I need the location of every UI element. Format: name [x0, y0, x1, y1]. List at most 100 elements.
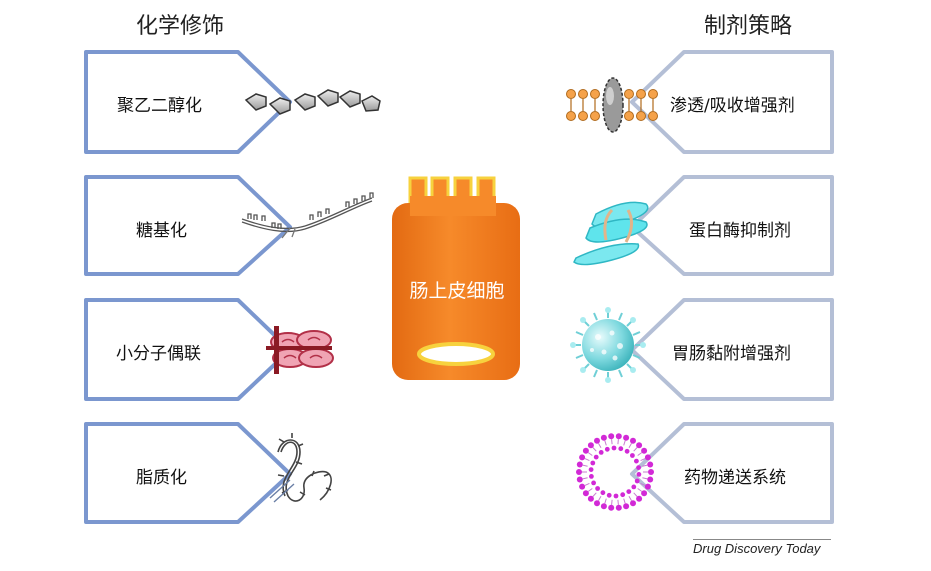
nanoparticle-tail	[604, 498, 607, 504]
right-box-protease	[630, 175, 834, 276]
protease-inhibitor-icon	[573, 201, 649, 266]
nanoparticle-outer-head	[600, 434, 607, 441]
nanoparticle-outer-head	[615, 433, 622, 440]
label-permeation-enhancer: 渗透/吸收增强剂	[670, 96, 795, 116]
nanoparticle-tail	[640, 458, 646, 462]
nanoparticle-outer-head	[623, 503, 630, 510]
nanoparticle-outer-head	[594, 500, 600, 507]
nanoparticle-tail	[598, 495, 602, 501]
nanoparticle-outer-head	[636, 442, 643, 449]
footer-credit: Drug Discovery Today	[693, 541, 821, 556]
nanoparticle-inner-head	[624, 448, 630, 454]
nanoparticle-outer-head	[576, 461, 583, 468]
left-column-title: 化学修饰	[136, 14, 225, 39]
nanoparticle-tail	[584, 482, 590, 486]
nanoparticle-tail	[617, 499, 619, 505]
label-mucoadhesive-enhancer: 胃肠黏附增强剂	[672, 344, 791, 364]
nanoparticle-inner-head	[598, 450, 604, 455]
label-lipidation: 脂质化	[136, 468, 187, 488]
nanoparticle-inner-head	[630, 453, 635, 458]
nanoparticle-outer-head	[644, 454, 651, 461]
nanoparticle-tail	[623, 498, 626, 504]
nanoparticle-tail	[640, 482, 646, 486]
nanoparticle-tail	[582, 464, 588, 467]
nanoparticle-inner-head	[636, 465, 641, 470]
nanoparticle-tail	[604, 440, 607, 446]
mucoadhesive-particle-icon	[570, 307, 646, 383]
left-box-conjugation	[84, 298, 292, 401]
nanoparticle-outer-head	[582, 490, 589, 497]
label-pegylation: 聚乙二醇化	[117, 96, 202, 116]
nanoparticle-inner-head	[618, 446, 624, 452]
nanoparticle-outer-head	[647, 476, 654, 483]
nanoparticle-outer-head	[576, 469, 582, 475]
nanoparticle-tail	[623, 440, 626, 446]
nanoparticle-outer-head	[579, 454, 586, 461]
nanoparticle-inner-head	[631, 484, 637, 490]
nanoparticle-tail	[584, 458, 590, 462]
nanoparticle-outer-head	[630, 500, 636, 507]
glycan-chain-icon	[241, 192, 374, 239]
left-box-pegylation	[84, 50, 292, 154]
nanoparticle-tail	[582, 477, 588, 480]
center-cell-label: 肠上皮细胞	[409, 280, 505, 302]
nanoparticle-tail	[642, 477, 648, 480]
lipid-strand-icon	[269, 433, 332, 503]
nanoparticle-tail	[592, 492, 597, 497]
nanoparticle-inner-head	[634, 458, 639, 464]
nanoparticle-inner-head	[626, 489, 632, 494]
nanoparticle-inner-head	[611, 445, 617, 451]
nanoparticle-tail	[628, 495, 632, 501]
nanoparticle-tail	[633, 492, 638, 497]
nanoparticle-tail	[588, 452, 593, 456]
left-box-glycosylation	[84, 175, 292, 276]
right-box-permeation	[630, 50, 834, 154]
nanoparticle-inner-head	[589, 474, 594, 479]
nanoparticle-outer-head	[623, 434, 630, 441]
nanoparticle-icon	[576, 433, 654, 511]
nanoparticle-outer-head	[587, 442, 594, 449]
left-box-lipidation	[84, 422, 292, 524]
right-column-title: 制剂策略	[704, 14, 793, 39]
epithelial-cell-icon	[392, 176, 520, 380]
nanoparticle-inner-head	[604, 446, 610, 452]
nanoparticle-outer-head	[615, 504, 622, 511]
lipid-bilayer-icon	[566, 77, 658, 133]
nanoparticle-inner-head	[636, 472, 642, 477]
nanoparticle-tail	[633, 447, 638, 452]
nanoparticle-outer-head	[608, 504, 615, 511]
nanoparticle-outer-head	[582, 447, 589, 454]
nanoparticle-outer-head	[644, 483, 651, 490]
right-box-mucoadhesive	[630, 298, 834, 401]
nanoparticle-inner-head	[613, 493, 619, 499]
nanoparticle-inner-head	[634, 478, 640, 484]
peg-chain-icon	[244, 89, 381, 115]
nanoparticle-outer-head	[641, 490, 648, 497]
right-box-delivery	[630, 422, 834, 524]
nanoparticle-tail	[592, 447, 597, 452]
nanoparticle-inner-head	[588, 467, 594, 472]
nanoparticle-outer-head	[579, 483, 586, 490]
nanoparticle-outer-head	[608, 433, 615, 440]
footer-rule	[693, 539, 831, 540]
nanoparticle-tail	[588, 488, 593, 492]
nanoparticle-inner-head	[591, 480, 596, 486]
nanoparticle-inner-head	[595, 486, 600, 491]
nanoparticle-outer-head	[641, 447, 648, 454]
nanoparticle-outer-head	[576, 476, 583, 483]
label-glycosylation: 糖基化	[136, 221, 187, 241]
nanoparticle-outer-head	[587, 495, 594, 502]
nanoparticle-inner-head	[600, 490, 606, 496]
nanoparticle-tail	[642, 464, 648, 467]
nanoparticle-outer-head	[594, 437, 600, 444]
nanoparticle-outer-head	[636, 495, 643, 502]
nanoparticle-inner-head	[606, 492, 612, 498]
label-drug-delivery-system: 药物递送系统	[684, 468, 786, 488]
nanoparticle-inner-head	[620, 492, 626, 498]
label-small-molecule-conjugation: 小分子偶联	[116, 344, 201, 364]
nanoparticle-tail	[617, 439, 619, 445]
nanoparticle-inner-head	[593, 454, 599, 460]
nanoparticle-tail	[611, 499, 613, 505]
nanoparticle-outer-head	[648, 469, 654, 475]
